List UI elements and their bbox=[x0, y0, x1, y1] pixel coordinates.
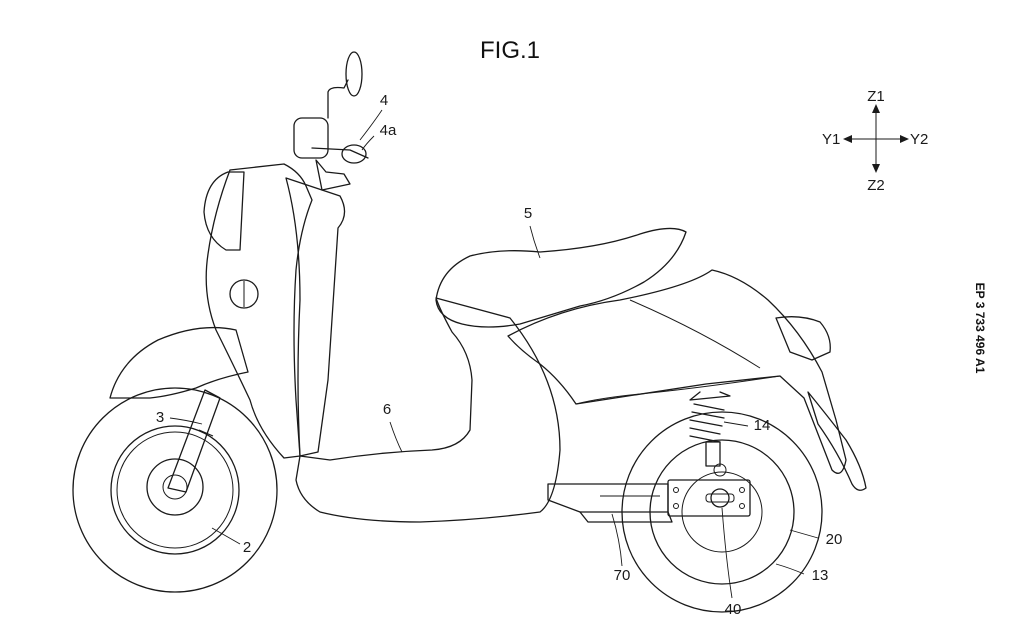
label-70: 70 bbox=[614, 567, 631, 584]
label-4: 4 bbox=[380, 92, 388, 109]
figure-title: FIG.1 bbox=[480, 37, 540, 64]
label-40: 40 bbox=[725, 601, 742, 618]
axis-y1-label: Y1 bbox=[822, 131, 840, 148]
arrow-down-icon bbox=[872, 164, 880, 173]
arrow-left-icon bbox=[843, 135, 852, 143]
tail-fender bbox=[775, 316, 831, 361]
rear-body bbox=[507, 269, 847, 474]
front-wheel bbox=[72, 387, 278, 593]
front-fender bbox=[109, 326, 249, 399]
label-3: 3 bbox=[156, 409, 164, 426]
axis-z2-label: Z2 bbox=[867, 177, 885, 194]
axis-z1-label: Z1 bbox=[867, 88, 885, 105]
swing-arm bbox=[547, 483, 673, 523]
patent-number: EP 3 733 496 A1 bbox=[973, 283, 987, 374]
axis-y2-label: Y2 bbox=[910, 131, 928, 148]
scooter-illustration bbox=[72, 51, 867, 613]
headlight bbox=[203, 171, 245, 251]
label-5: 5 bbox=[524, 205, 532, 222]
label-20: 20 bbox=[826, 531, 843, 548]
label-4a: 4a bbox=[380, 122, 397, 139]
steering-column bbox=[285, 177, 346, 457]
arrow-right-icon bbox=[900, 135, 909, 143]
floor-board bbox=[295, 297, 561, 523]
axis-indicator: Z1 Z2 Y1 Y2 bbox=[822, 88, 928, 194]
label-14: 14 bbox=[754, 417, 771, 434]
motor-unit bbox=[667, 479, 751, 517]
front-fork bbox=[167, 389, 221, 493]
handlebar bbox=[293, 51, 369, 191]
arrow-up-icon bbox=[872, 104, 880, 113]
reference-labels: 4 4a 5 6 3 2 14 20 13 70 40 bbox=[156, 92, 843, 618]
label-2: 2 bbox=[243, 539, 251, 556]
rear-suspension bbox=[689, 391, 731, 477]
label-6: 6 bbox=[383, 401, 391, 418]
fuel-cap bbox=[229, 279, 259, 309]
seat bbox=[435, 227, 687, 328]
front-body bbox=[205, 163, 313, 459]
label-13: 13 bbox=[812, 567, 829, 584]
